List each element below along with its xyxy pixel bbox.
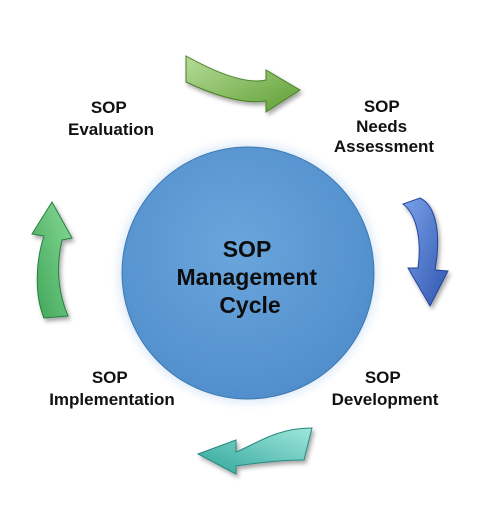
center-circle [121,146,375,400]
center-label-line-2: Management [177,264,318,290]
center-label-line-1: SOP [223,236,271,262]
center-label: SOP Management Cycle [177,236,324,318]
stage-needs-assessment-label: SOP Needs Assessment [334,97,435,156]
stage-needs-assessment-line-3: Assessment [334,137,435,156]
center-label-line-3: Cycle [219,292,280,318]
stage-development-label: SOP Development [332,368,439,409]
arrow-bottom-left-icon [196,427,313,475]
stage-evaluation-line-1: SOP [91,98,127,117]
stage-needs-assessment-line-2: Needs [356,117,407,136]
stage-implementation-label: SOP Implementation [49,368,175,409]
stage-needs-assessment-line-1: SOP [364,97,400,116]
stage-evaluation-label: SOP Evaluation [68,98,154,139]
stage-development-line-2: Development [332,390,439,409]
arrow-right-down-icon [401,197,449,308]
arrow-top-right-icon [185,55,301,113]
stage-development-line-1: SOP [365,368,401,387]
stage-evaluation-line-2: Evaluation [68,120,154,139]
stage-implementation-line-1: SOP [92,368,128,387]
arrow-left-up-icon [31,201,73,319]
stage-implementation-line-2: Implementation [49,390,175,409]
